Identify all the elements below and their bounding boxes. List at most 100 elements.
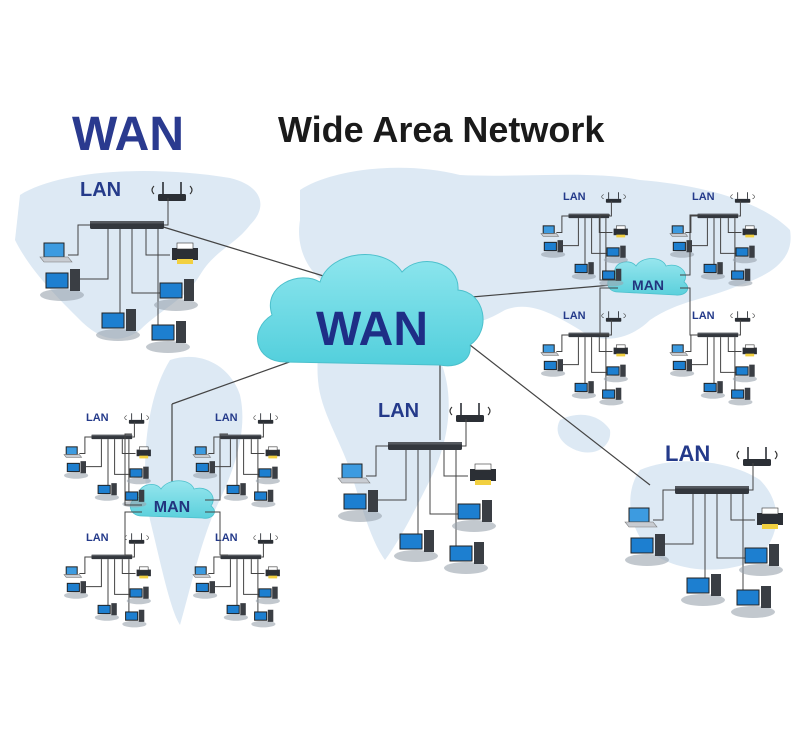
lan-label: LAN <box>86 532 109 544</box>
desktop-icon <box>739 544 783 576</box>
switch-icon <box>91 554 133 560</box>
desktop-icon <box>732 245 757 264</box>
desktop-icon <box>255 586 280 605</box>
desktop-icon <box>444 542 488 574</box>
desktop-icon <box>731 586 775 618</box>
man-label: MAN <box>632 277 664 293</box>
lan-label: LAN <box>86 412 109 424</box>
lan-label: LAN <box>378 400 419 422</box>
laptop-icon <box>540 344 560 356</box>
router-icon <box>601 311 626 322</box>
desktop-icon <box>603 245 628 264</box>
switch-icon <box>388 442 462 450</box>
lan-label: LAN <box>665 441 710 466</box>
laptop-icon <box>39 242 73 263</box>
desktop-icon <box>122 489 147 508</box>
wan-links <box>159 225 651 495</box>
router-icon <box>736 447 778 466</box>
desktop-icon <box>255 466 280 485</box>
desktop-icon <box>64 461 89 479</box>
desktop-icon <box>625 534 669 566</box>
desktop-icon <box>728 268 753 287</box>
cloud-icon <box>257 254 484 367</box>
lan-cluster: LAN <box>669 310 757 406</box>
laptop-icon <box>624 507 658 528</box>
lan-label: LAN <box>215 532 238 544</box>
switch-icon <box>90 221 164 229</box>
router-icon <box>730 311 755 322</box>
lan-label: LAN <box>692 310 715 322</box>
desktop-icon <box>452 500 496 532</box>
printer-icon <box>757 507 783 529</box>
router-icon <box>601 192 626 203</box>
switch-icon <box>568 213 610 219</box>
desktop-icon <box>571 262 597 280</box>
lan-cluster: LAN <box>192 532 280 628</box>
laptop-icon <box>63 566 83 578</box>
wan-heading: WAN <box>72 108 184 161</box>
printer-icon <box>470 463 496 485</box>
printer-icon <box>742 225 757 238</box>
desktop-icon <box>193 461 218 479</box>
desktop-icon <box>700 381 726 399</box>
lan-label: LAN <box>563 310 586 322</box>
desktop-icon <box>670 359 695 377</box>
printer-icon <box>136 446 151 459</box>
desktop-icon <box>571 381 597 399</box>
desktop-icon <box>700 262 726 280</box>
desktop-icon <box>338 490 382 522</box>
page-title: Wide Area Network <box>278 109 605 150</box>
desktop-icon <box>599 387 624 406</box>
lan-cluster: LAN <box>63 412 151 508</box>
lan-label: LAN <box>80 179 121 201</box>
desktop-icon <box>40 269 84 301</box>
printer-icon <box>742 344 757 357</box>
switch-icon <box>675 486 749 494</box>
router-icon <box>124 533 149 544</box>
lan-cluster: LAN <box>337 400 496 574</box>
switch-icon <box>220 434 262 440</box>
man-links <box>124 214 700 556</box>
desktop-icon <box>223 483 248 501</box>
desktop-icon <box>126 586 151 605</box>
router-icon <box>151 182 193 201</box>
printer-icon <box>613 344 628 357</box>
desktop-icon <box>64 581 89 599</box>
laptop-icon <box>63 446 83 458</box>
printer-icon <box>136 566 151 579</box>
desktop-icon <box>146 321 190 353</box>
wan-cloud-label: WAN <box>316 303 428 356</box>
lan-label: LAN <box>692 191 715 203</box>
man-cloud-left: MAN <box>129 480 215 519</box>
man-label: MAN <box>154 499 190 516</box>
laptop-icon <box>192 446 212 458</box>
switch-icon <box>697 213 739 219</box>
router-icon <box>253 533 278 544</box>
desktop-icon <box>732 364 757 383</box>
printer-icon <box>265 566 280 579</box>
lan-cluster: LAN <box>540 191 628 287</box>
man-cloud-right: MAN <box>607 258 689 296</box>
lan-label: LAN <box>563 191 586 203</box>
printer-icon <box>172 242 198 264</box>
desktop-icon <box>394 530 438 562</box>
desktop-icon <box>122 609 147 628</box>
switch-icon <box>568 332 610 338</box>
desktop-icon <box>728 387 753 406</box>
desktop-icon <box>154 279 198 311</box>
laptop-icon <box>192 566 212 578</box>
switch-icon <box>220 554 262 560</box>
router-icon <box>730 192 755 203</box>
desktop-icon <box>681 574 725 606</box>
desktop-icon <box>126 466 151 485</box>
switch-icon <box>91 434 133 440</box>
laptop-icon <box>669 225 689 237</box>
desktop-icon <box>251 609 276 628</box>
desktop-icon <box>670 240 695 258</box>
laptop-icon <box>540 225 560 237</box>
desktop-icon <box>541 240 566 258</box>
desktop-icon <box>251 489 276 508</box>
lan-cluster: LAN <box>39 179 198 353</box>
printer-icon <box>613 225 628 238</box>
